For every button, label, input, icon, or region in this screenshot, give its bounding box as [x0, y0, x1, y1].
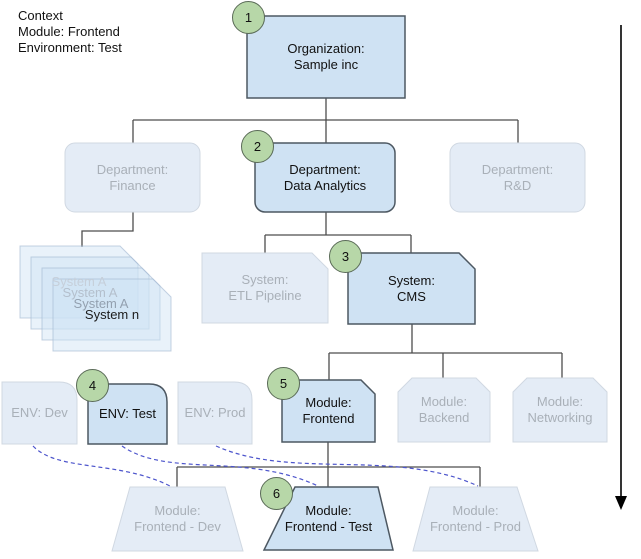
node-system-stack-card-3[interactable] [41, 267, 161, 341]
node-system-stack-card-1[interactable] [19, 245, 139, 319]
step-badge-1-number: 1 [244, 10, 253, 25]
step-badge-3[interactable]: 3 [329, 240, 362, 273]
env-prod-mapping-curve [215, 445, 479, 487]
connector-cms-to-modules [328, 324, 563, 380]
connector-dataanalytics-to-systems [264, 212, 412, 253]
node-system-etl-pipeline[interactable] [201, 252, 329, 324]
node-module-frontend-test[interactable] [262, 486, 394, 551]
step-badge-5-number: 5 [279, 376, 288, 391]
node-department-finance[interactable] [64, 142, 201, 213]
step-badge-2-number: 2 [253, 139, 262, 154]
context-module-line: Module: Frontend [18, 24, 120, 39]
node-module-frontend-prod[interactable] [412, 486, 539, 552]
connector-org-to-departments [132, 98, 519, 143]
context-title: Context [18, 8, 63, 23]
step-badge-6-number: 6 [272, 486, 281, 501]
flow-direction-arrow-head [615, 496, 627, 510]
node-env-prod[interactable] [177, 381, 253, 445]
step-badge-2[interactable]: 2 [241, 130, 274, 163]
node-env-test[interactable] [87, 383, 168, 445]
context-environment-line: Environment: Test [18, 40, 122, 55]
node-organization[interactable] [246, 15, 406, 99]
node-department-rd[interactable] [449, 142, 586, 213]
step-badge-5[interactable]: 5 [267, 367, 300, 400]
env-test-mapping-curve [121, 445, 319, 487]
step-badge-3-number: 3 [341, 249, 350, 264]
step-badge-6[interactable]: 6 [260, 477, 293, 510]
node-system-stack-card-2[interactable] [30, 256, 150, 330]
node-system-cms[interactable] [347, 252, 476, 325]
node-department-data-analytics[interactable] [254, 142, 396, 213]
step-badge-1[interactable]: 1 [232, 1, 265, 34]
step-badge-4-number: 4 [88, 378, 97, 393]
node-module-networking[interactable] [512, 377, 608, 443]
connector-finance-to-systems [81, 212, 134, 247]
node-system-stack-card-n[interactable] [52, 278, 172, 352]
node-module-frontend-dev[interactable] [111, 486, 244, 552]
env-dev-mapping-curve [32, 445, 171, 487]
node-env-dev[interactable] [1, 381, 78, 445]
step-badge-4[interactable]: 4 [76, 369, 109, 402]
context-annotation: Context Module: Frontend Environment: Te… [18, 8, 122, 56]
node-module-backend[interactable] [397, 377, 491, 443]
